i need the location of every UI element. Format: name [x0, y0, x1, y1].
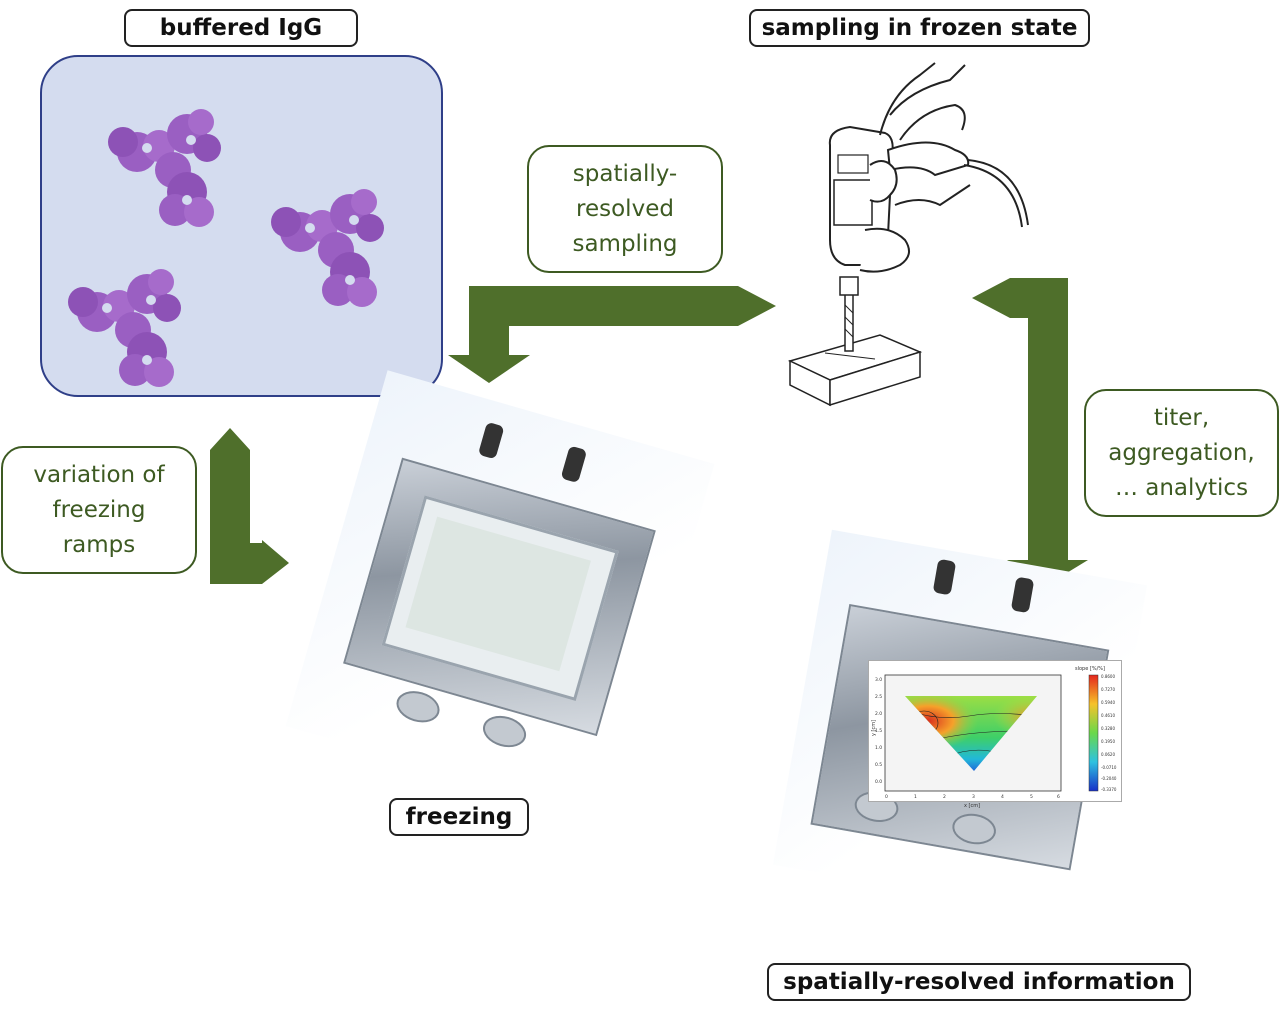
ytick: 0.5 — [875, 762, 882, 768]
note-line-1: titer, — [1153, 404, 1210, 431]
cbar-tick: 0.0620 — [1101, 752, 1115, 757]
cbar-tick: -0.3370 — [1101, 787, 1117, 792]
cbar-tick: 0.3280 — [1101, 726, 1115, 731]
spatial-information-title: spatially-resolved information — [767, 963, 1191, 1001]
xtick: 3 — [972, 794, 975, 800]
xtick: 1 — [914, 794, 917, 800]
ytick: 3.0 — [875, 677, 882, 683]
igg-panel — [40, 55, 443, 397]
xtick: 0 — [885, 794, 888, 800]
buffered-igg-title: buffered IgG — [124, 9, 358, 47]
cbar-tick: 0.5940 — [1101, 700, 1115, 705]
xtick: 6 — [1057, 794, 1060, 800]
analytics-note: titer, aggregation, … analytics — [1084, 389, 1279, 517]
arrow-to-freezing — [210, 428, 289, 584]
cbar-tick: 0.1950 — [1101, 739, 1115, 744]
note-line-2: freezing — [52, 496, 146, 523]
ytick: 2.5 — [875, 694, 882, 700]
contour-plot: y [cm] 3.0 2.5 2.0 1.5 1.0 0.5 0.0 0 1 2… — [868, 660, 1122, 809]
freezing-title: freezing — [389, 798, 529, 836]
contour-xlabel: x [cm] — [964, 803, 980, 809]
contour-ylabel: y [cm] — [871, 720, 877, 736]
cbar-tick: 0.7270 — [1101, 687, 1115, 692]
note-line-3: sampling — [572, 230, 678, 257]
spatial-sampling-note: spatially- resolved sampling — [527, 145, 723, 273]
ytick: 1.5 — [875, 728, 882, 734]
note-line-1: variation of — [33, 461, 165, 488]
ytick: 2.0 — [875, 711, 882, 717]
note-line-3: … analytics — [1114, 474, 1249, 501]
cbar-tick: 0.4610 — [1101, 713, 1115, 718]
note-line-1: spatially- — [572, 160, 678, 187]
sampling-frozen-title: sampling in frozen state — [749, 9, 1090, 47]
colorbar-title: slope [%/%] — [1075, 666, 1105, 672]
cbar-tick: -0.2040 — [1101, 776, 1117, 781]
arrow-to-information — [972, 278, 1088, 585]
arrow-to-sampling — [448, 286, 776, 383]
drill-in-hand-icon — [787, 62, 1029, 407]
note-line-3: ramps — [62, 531, 136, 558]
note-line-2: aggregation, — [1108, 439, 1255, 466]
variation-freezing-note: variation of freezing ramps — [1, 446, 197, 574]
cbar-tick: 0.8600 — [1101, 674, 1115, 679]
xtick: 4 — [1001, 794, 1004, 800]
ytick: 1.0 — [875, 745, 882, 751]
cbar-tick: -0.0710 — [1101, 765, 1117, 770]
ytick: 0.0 — [875, 779, 882, 785]
xtick: 2 — [943, 794, 946, 800]
xtick: 5 — [1030, 794, 1033, 800]
note-line-2: resolved — [576, 195, 674, 222]
